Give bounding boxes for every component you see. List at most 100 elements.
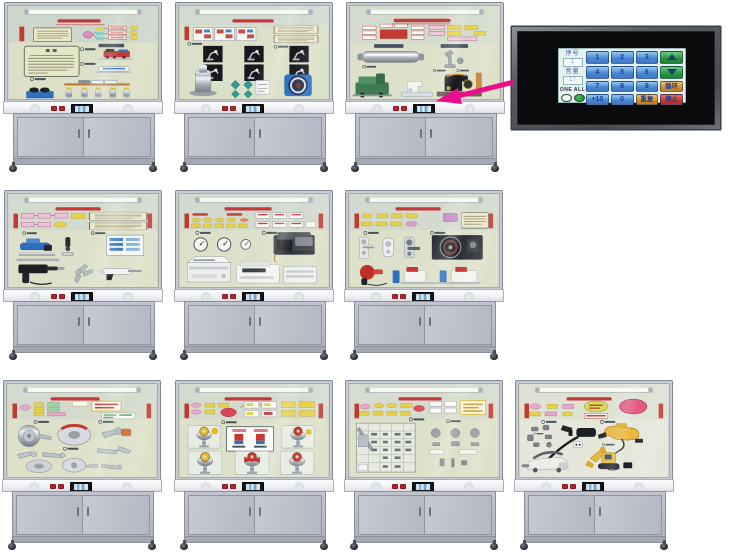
cabinet-door-right[interactable]	[254, 305, 322, 345]
door-handle-icon[interactable]	[259, 317, 261, 326]
cabinet-door-right[interactable]	[424, 495, 492, 535]
control-button[interactable]	[59, 293, 65, 299]
door-handle-icon[interactable]	[77, 507, 79, 516]
touchscreen-display	[416, 106, 431, 112]
mode-all-radio[interactable]	[573, 94, 585, 102]
cabinet-door-left[interactable]	[358, 305, 426, 345]
power-button[interactable]	[222, 105, 228, 111]
door-handle-icon[interactable]	[249, 317, 251, 326]
control-button[interactable]	[230, 483, 236, 489]
cabinet-door-right[interactable]	[83, 117, 151, 157]
speaker-grille-icon	[464, 481, 474, 492]
control-button[interactable]	[401, 105, 407, 111]
cabinet-door-left[interactable]	[188, 495, 256, 535]
keypad-key-repeat[interactable]: 重复	[635, 93, 659, 105]
display-scene	[348, 383, 500, 478]
caster-wheel-icon	[350, 349, 358, 360]
door-handle-icon[interactable]	[419, 317, 421, 326]
scene-graphic	[180, 6, 329, 99]
caster-wheel-icon	[491, 161, 499, 172]
control-button[interactable]	[59, 105, 65, 111]
door-handle-icon[interactable]	[249, 129, 251, 138]
lower-cabinet	[184, 113, 326, 165]
keypad-key-9[interactable]: 9	[635, 80, 659, 92]
cabinet-door-left[interactable]	[359, 117, 427, 157]
power-button[interactable]	[392, 483, 398, 489]
display-case	[346, 2, 504, 103]
scene-graphic	[350, 194, 499, 287]
cabinet-door-left[interactable]	[188, 305, 256, 345]
power-button[interactable]	[222, 293, 228, 299]
keypad-key-7[interactable]: 7	[586, 80, 609, 92]
power-button[interactable]	[51, 293, 57, 299]
keypad-key-2[interactable]: 2	[610, 51, 634, 64]
door-handle-icon[interactable]	[419, 507, 421, 516]
door-handle-icon[interactable]	[78, 129, 80, 138]
cabinet-door-left[interactable]	[16, 495, 84, 535]
power-button[interactable]	[222, 483, 228, 489]
door-handle-icon[interactable]	[420, 129, 422, 138]
caster-wheel-icon	[8, 539, 16, 550]
speaker-grille-icon	[371, 481, 381, 492]
keypad-key-4[interactable]: 4	[586, 65, 609, 79]
touchscreen-display	[74, 106, 89, 112]
keypad-key-0[interactable]: 0	[610, 93, 634, 105]
lower-cabinet	[13, 113, 155, 165]
control-button[interactable]	[230, 105, 236, 111]
bench-top	[3, 289, 163, 303]
keypad-key-3[interactable]: 3	[635, 51, 659, 64]
cabinet-door-left[interactable]	[528, 495, 596, 535]
door-handle-icon[interactable]	[78, 317, 80, 326]
keypad-key-stop[interactable]: 停止	[660, 93, 683, 105]
door-handle-icon[interactable]	[589, 507, 591, 516]
door-handle-icon[interactable]	[599, 507, 601, 516]
door-handle-icon[interactable]	[88, 129, 90, 138]
power-button[interactable]	[393, 105, 399, 111]
scene-graphic	[9, 194, 158, 287]
keypad-key-loop[interactable]: 循环	[660, 80, 683, 92]
door-handle-icon[interactable]	[249, 507, 251, 516]
door-handle-icon[interactable]	[87, 507, 89, 516]
cabinet-door-right[interactable]	[254, 117, 322, 157]
keypad-key-8[interactable]: 8	[610, 80, 634, 92]
power-button[interactable]	[562, 483, 568, 489]
door-handle-icon[interactable]	[429, 317, 431, 326]
cabinet-door-right[interactable]	[425, 117, 493, 157]
keypad-key-up[interactable]	[660, 51, 683, 64]
power-button[interactable]	[50, 483, 56, 489]
cabinet-base	[356, 158, 496, 164]
keypad-key-1[interactable]: 1	[586, 51, 609, 64]
control-button[interactable]	[230, 293, 236, 299]
training-cabinet-r2c1	[3, 190, 163, 361]
control-button[interactable]	[400, 293, 406, 299]
cabinet-door-right[interactable]	[83, 305, 151, 345]
control-button[interactable]	[58, 483, 64, 489]
door-handle-icon[interactable]	[88, 317, 90, 326]
speaker-grille-icon	[201, 481, 211, 492]
cabinet-door-left[interactable]	[358, 495, 426, 535]
power-button[interactable]	[392, 293, 398, 299]
control-button[interactable]	[400, 483, 406, 489]
control-button[interactable]	[570, 483, 576, 489]
door-handle-icon[interactable]	[429, 507, 431, 516]
door-handle-icon[interactable]	[259, 129, 261, 138]
mode-one-radio[interactable]	[560, 94, 572, 102]
keypad-key-5[interactable]: 5	[610, 65, 634, 79]
cabinet-door-right[interactable]	[82, 495, 150, 535]
door-handle-icon[interactable]	[430, 129, 432, 138]
cabinet-door-right[interactable]	[424, 305, 492, 345]
caster-wheel-icon	[350, 539, 358, 550]
door-handle-icon[interactable]	[259, 507, 261, 516]
keypad-key-6[interactable]: 6	[635, 65, 659, 79]
keypad-key-down[interactable]	[660, 65, 683, 79]
cabinet-door-right[interactable]	[594, 495, 662, 535]
training-cabinet-r1c3	[345, 2, 505, 173]
keypad-key-plus10[interactable]: +10	[586, 93, 609, 105]
cabinet-door-left[interactable]	[17, 117, 85, 157]
cabinet-door-left[interactable]	[17, 305, 85, 345]
cabinet-door-right[interactable]	[254, 495, 322, 535]
cabinet-door-left[interactable]	[188, 117, 256, 157]
training-cabinet-r1c1	[3, 2, 163, 173]
power-button[interactable]	[51, 105, 57, 111]
